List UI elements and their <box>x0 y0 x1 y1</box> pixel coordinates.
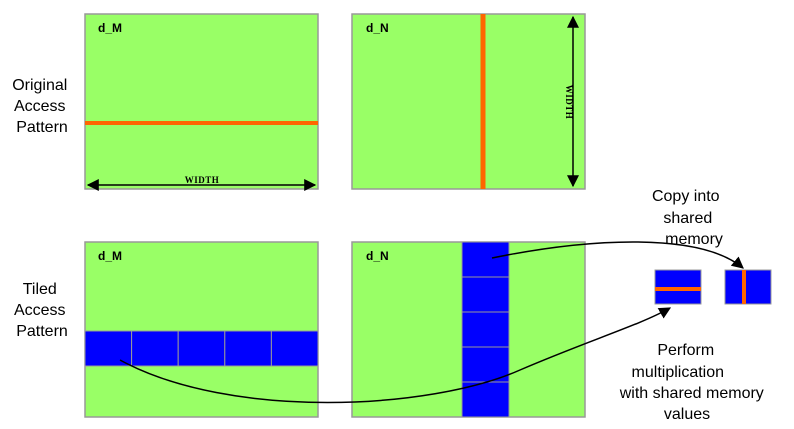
matrix-bottom-m-name: d_M <box>98 249 122 263</box>
matrix-top-m-name: d_M <box>98 21 122 35</box>
matrix-bottom-m: d_M <box>84 241 319 418</box>
matrix-top-n: d_N WIDTH <box>351 13 586 190</box>
column-tile <box>461 346 510 383</box>
matrix-top-n-name: d_N <box>366 21 389 35</box>
column-tile <box>461 276 510 313</box>
shared-tile-n-body <box>724 269 772 305</box>
original-access-pattern-label: Original Access Pattern <box>12 77 72 136</box>
row-tile-strip <box>84 330 319 367</box>
shared-memory-tile-m <box>654 269 702 305</box>
column-tile-strip <box>461 241 510 418</box>
tiled-access-pattern-label: Tiled Access Pattern <box>14 281 70 340</box>
column-tile <box>461 381 510 418</box>
matrix-top-n-body <box>351 13 586 190</box>
perform-multiplication-label: Perform multiplication with shared memor… <box>619 342 769 423</box>
row-tile <box>270 330 319 367</box>
width-dimension-label: WIDTH <box>185 175 220 185</box>
copy-into-shared-memory-label: Copy into shared memory <box>652 188 724 248</box>
row-tile <box>131 330 179 367</box>
row-tile <box>84 330 133 367</box>
copy-arrow-from-m-tile <box>119 307 672 404</box>
shared-memory-tile-n <box>724 269 772 305</box>
row-tile <box>177 330 226 367</box>
matrix-bottom-n-name: d_N <box>366 249 389 263</box>
row-tile <box>224 330 272 367</box>
column-tile <box>461 311 510 348</box>
height-dimension-label: WIDTH <box>564 85 574 120</box>
matrix-bottom-m-body <box>84 241 319 418</box>
matrix-top-m-body <box>84 13 319 190</box>
matrix-bottom-n: d_N <box>351 241 586 418</box>
matrix-top-m: d_M WIDTH <box>84 13 319 191</box>
column-tile <box>461 241 510 278</box>
copy-arrow-from-n-tile <box>491 241 744 269</box>
